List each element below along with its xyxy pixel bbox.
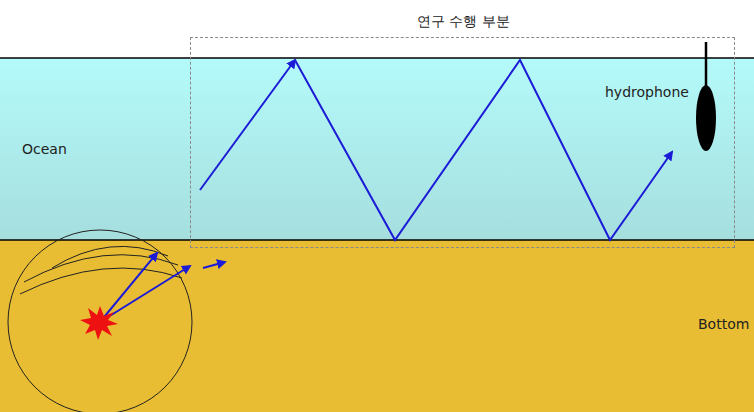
- device-label: hydrophone: [605, 84, 689, 101]
- region-heading: 연구 수행 부분: [417, 13, 510, 30]
- wave-ray: [200, 60, 295, 190]
- explosion-source: [80, 306, 118, 340]
- layer-label: Bottom: [698, 316, 749, 333]
- sea-floor: [0, 239, 754, 241]
- study-region-box: 연구 수행 부분: [190, 37, 735, 248]
- source-region: [8, 230, 192, 412]
- wave-ray: [100, 253, 157, 322]
- wave-ray: [203, 262, 225, 268]
- ocean-layer: [0, 58, 754, 240]
- bottom-layer: [0, 240, 754, 412]
- layer-label: Ocean: [22, 141, 67, 158]
- hydrophone-cable: [705, 42, 708, 90]
- strata-line: [20, 268, 182, 294]
- strata-line: [24, 255, 178, 282]
- sea-surface: [0, 57, 754, 59]
- hydrophone-symbol: [696, 85, 716, 151]
- wave-ray: [100, 266, 190, 322]
